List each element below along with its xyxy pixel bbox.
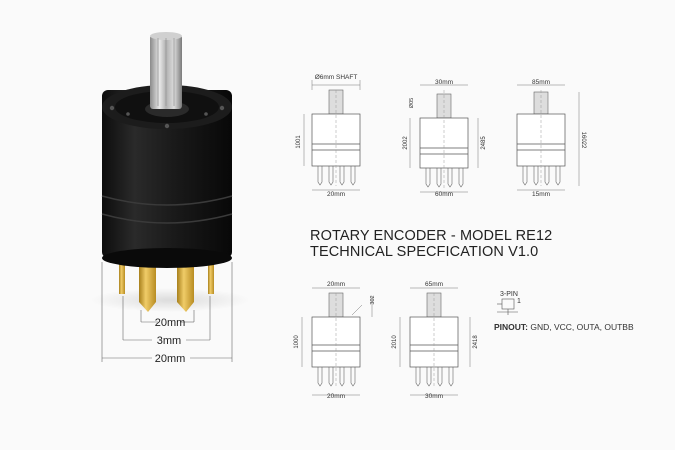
view-4-left-label: 1000 [294, 335, 300, 349]
pin-number-label: 1 [517, 298, 521, 305]
view-4-right-small-label: 302 [370, 295, 376, 304]
view-4-bottom-label: 20mm [327, 393, 345, 400]
view-5-right-label: 2418 [473, 335, 479, 349]
drawing-view-4 [301, 287, 373, 396]
pinout-label: PINOUT: [494, 322, 528, 332]
view-2-bottom-label: 60mm [435, 191, 453, 198]
view-3-bottom-label: 15mm [532, 191, 550, 198]
pinout-text: PINOUT: GND, VCC, OUTA, OUTBB [494, 322, 634, 332]
view-1-top-label: Ø6mm SHAFT [315, 74, 358, 81]
render-dimensions [101, 262, 233, 362]
title-line-2: TECHNICAL SPECFICATION V1.0 [310, 244, 539, 260]
drawing-view-3 [516, 84, 580, 191]
view-2-left-small-label: Ø05 [409, 98, 415, 108]
view-2-right-label: 2485 [481, 136, 487, 150]
view-5-bottom-label: 30mm [425, 393, 443, 400]
render-dim-overall: 20mm [155, 353, 186, 365]
view-2-left-label: 2002 [403, 136, 409, 150]
encoder-render [90, 32, 250, 312]
render-dim-pin-pitch: 3mm [157, 335, 181, 347]
title-line-1: ROTARY ENCODER - MODEL RE12 [310, 228, 553, 244]
view-3-right-label: 16022 [580, 132, 586, 149]
drawing-view-5 [399, 287, 471, 396]
view-2-top-label: 30mm [435, 79, 453, 86]
render-dim-inner: 20mm [155, 317, 186, 329]
pin-diagram [497, 298, 518, 315]
view-5-left-label: 2010 [392, 335, 398, 349]
drawing-view-2 [409, 84, 479, 193]
pinout-value: GND, VCC, OUTA, OUTBB [530, 322, 634, 332]
title-block: ROTARY ENCODER - MODEL RE12 TECHNICAL SP… [310, 228, 552, 260]
pin-diagram-label: 3-PIN [500, 291, 518, 298]
view-3-top-label: 85mm [532, 79, 550, 86]
drawing-view-1 [303, 80, 361, 191]
view-1-left-label: 1001 [296, 135, 302, 149]
view-1-bottom-label: 20mm [327, 191, 345, 198]
view-5-top-label: 65mm [425, 281, 443, 288]
view-4-top-label: 20mm [327, 281, 345, 288]
